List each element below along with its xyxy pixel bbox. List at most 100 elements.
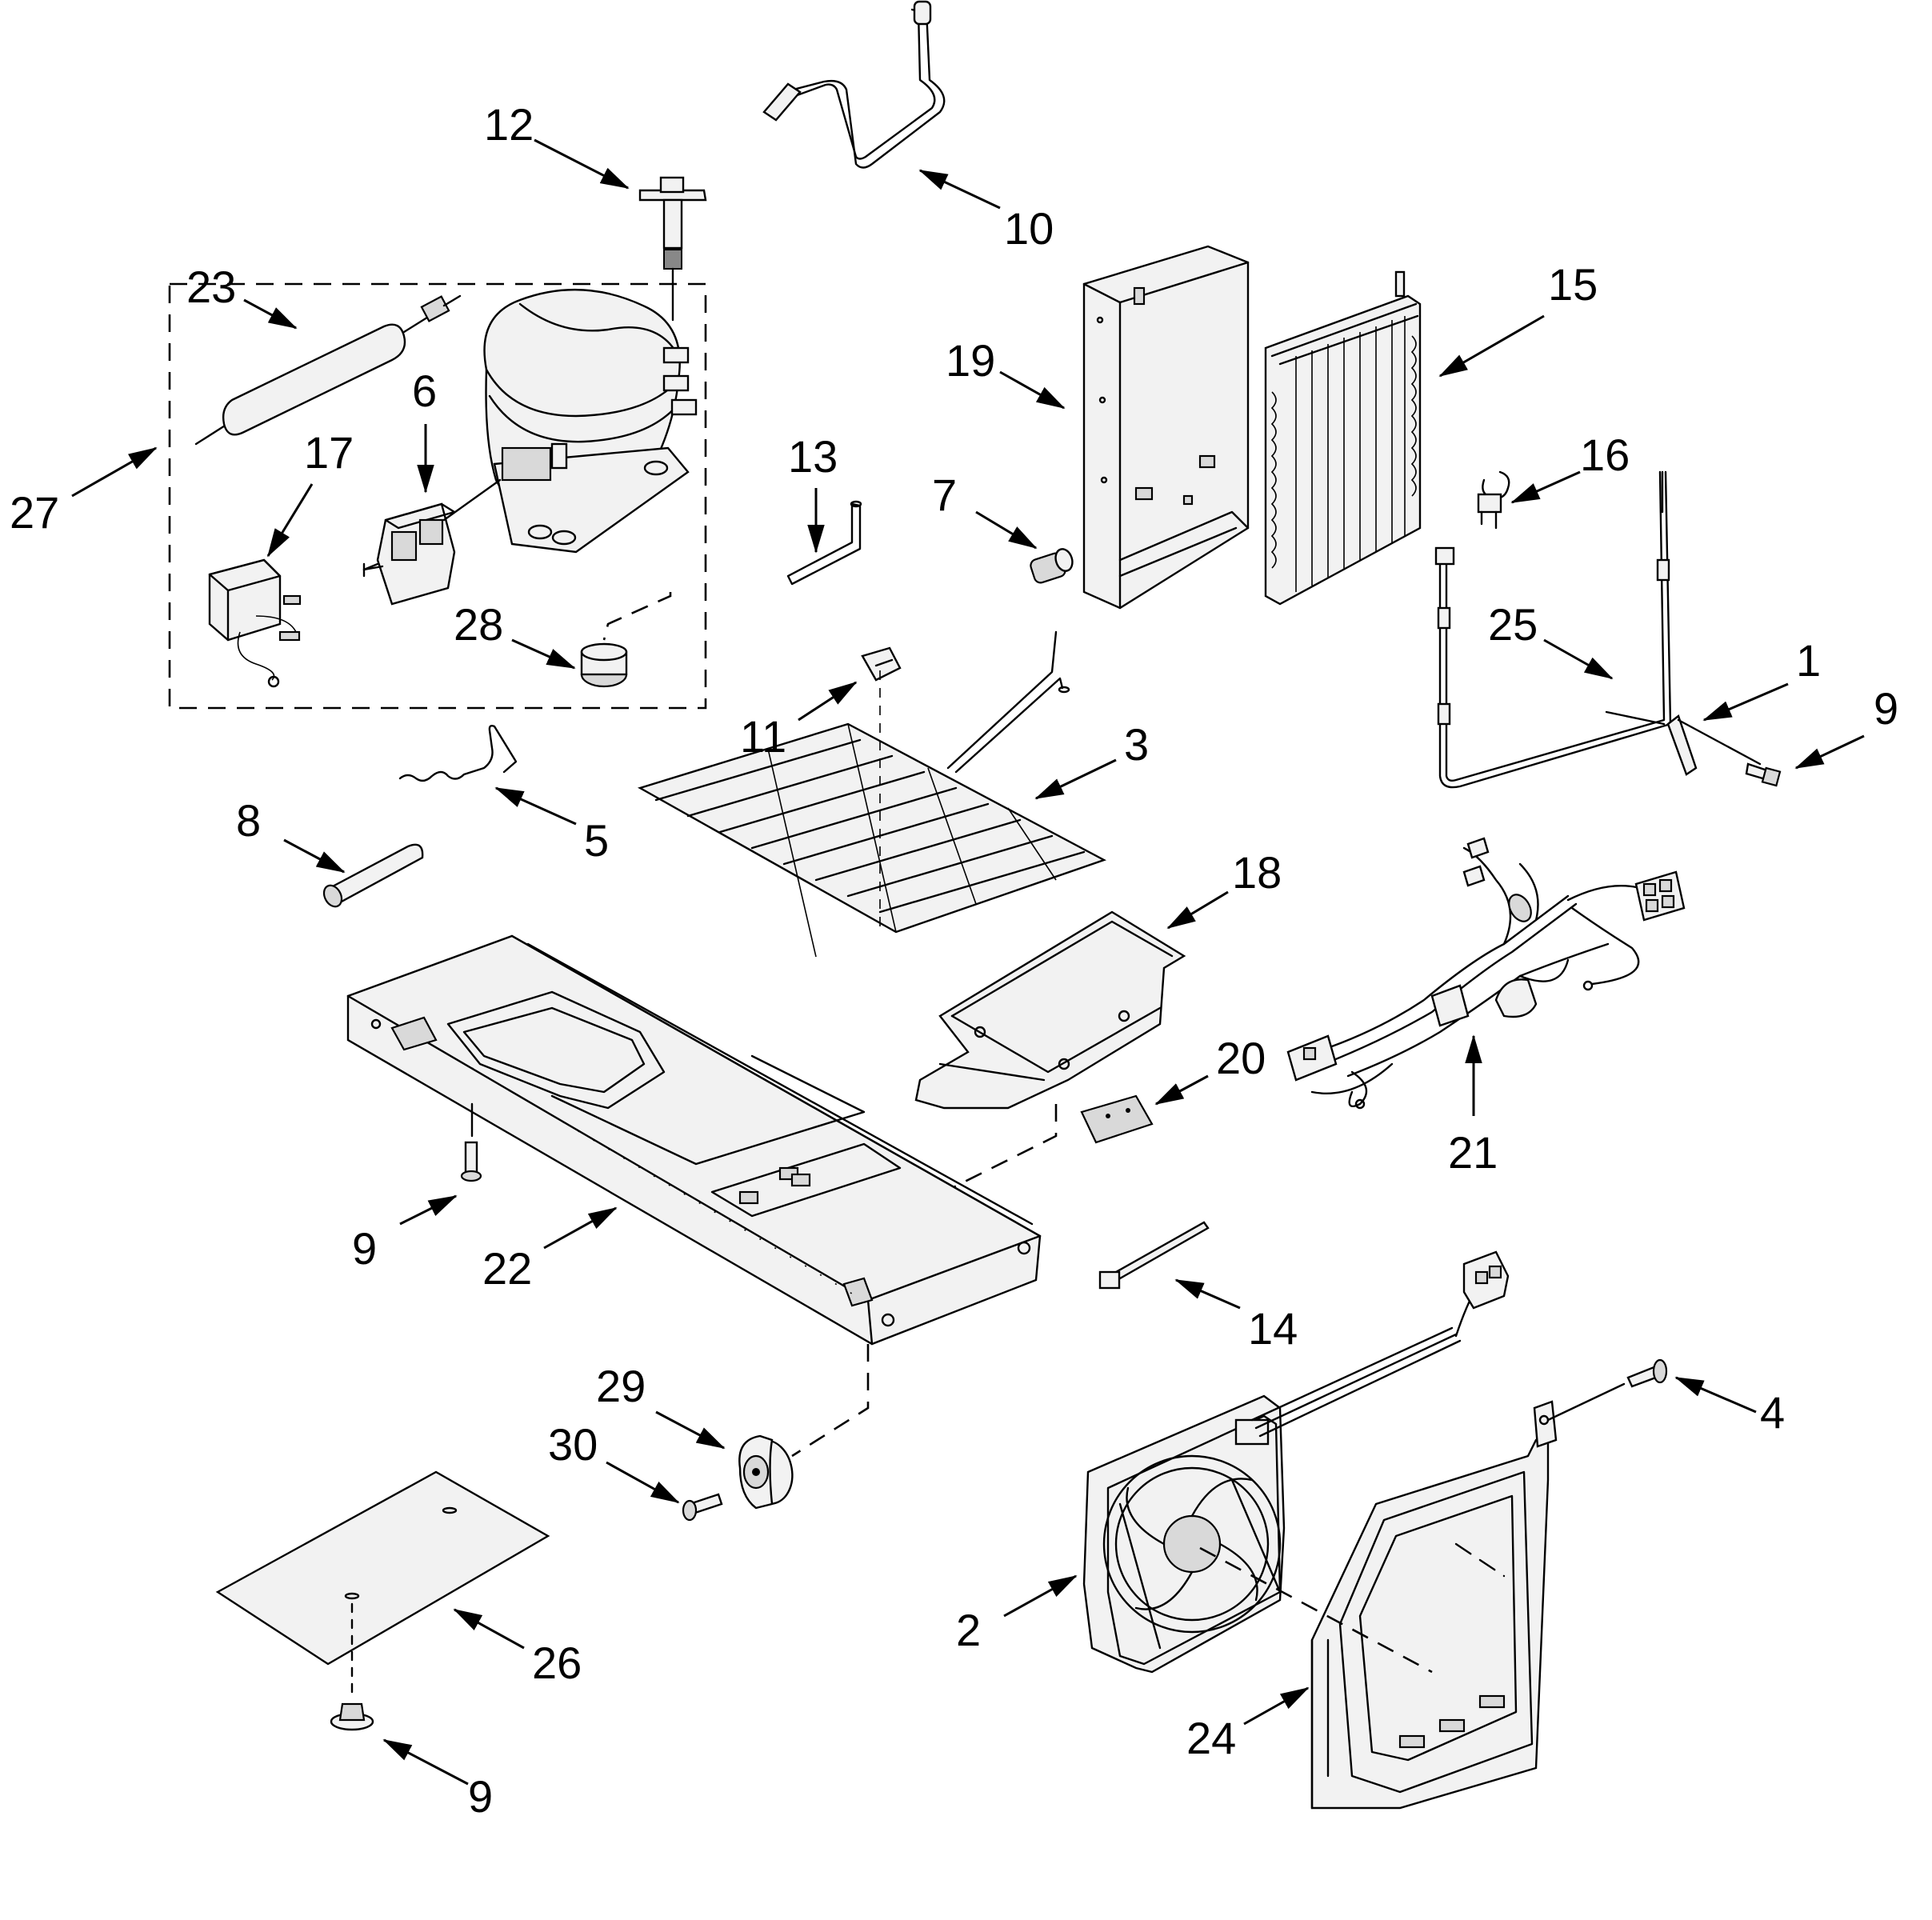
- callout-label: 6: [412, 366, 437, 416]
- part-25-fan-shroud[interactable]: [1310, 1400, 1558, 1810]
- callout-label: 15: [1548, 259, 1598, 310]
- callout-label: 17: [304, 427, 354, 478]
- part-10-foot[interactable]: [330, 1702, 374, 1731]
- part-16-evaporator[interactable]: [1264, 270, 1422, 606]
- callout-label: 18: [1232, 847, 1282, 898]
- callout-14: 13: [788, 431, 838, 554]
- callout-16: 15: [1438, 259, 1598, 378]
- part-12-clip[interactable]: [861, 646, 902, 682]
- callout-10: 9: [382, 1738, 493, 1822]
- callout-label: 30: [548, 1419, 598, 1470]
- callout-11: 10: [918, 169, 1054, 254]
- callout-label: 16: [1580, 430, 1630, 480]
- callout-1: 1: [1702, 635, 1821, 722]
- callout-label: 21: [1448, 1127, 1498, 1178]
- callout-12: 11: [740, 681, 858, 762]
- fan-axis-dashed: [1199, 1546, 1433, 1674]
- callout-label: 7: [932, 470, 957, 520]
- callout-17: 16: [1510, 430, 1630, 504]
- callout-label: 9: [352, 1223, 377, 1274]
- callout-label: 23: [186, 262, 236, 312]
- part-8-cylinder[interactable]: [321, 843, 424, 910]
- part-9-screw-left[interactable]: [460, 1141, 482, 1182]
- callout-8: 8: [236, 795, 346, 874]
- part-2-fan[interactable]: [1082, 1394, 1286, 1674]
- part-5-wire[interactable]: [398, 724, 518, 782]
- part-14-tube[interactable]: [786, 500, 862, 586]
- callout-5: 5: [494, 786, 609, 866]
- part-19-drain-pan[interactable]: [914, 910, 1186, 1110]
- callout-label: 11: [740, 711, 786, 762]
- part-31-screw[interactable]: [682, 1493, 723, 1522]
- callout-label: 3: [1124, 719, 1149, 770]
- compressor[interactable]: [483, 288, 698, 554]
- callout-30: 29: [596, 1361, 726, 1450]
- callout-label: 4: [1760, 1387, 1785, 1438]
- part-7-plug[interactable]: [1029, 547, 1074, 585]
- callout-2: 2: [956, 1574, 1078, 1655]
- callout-18: 17: [266, 427, 354, 558]
- callout-3: 3: [1034, 719, 1149, 800]
- part-3-condenser[interactable]: [637, 630, 1106, 958]
- callout-label: 19: [946, 335, 995, 386]
- callout-label: 10: [1004, 203, 1054, 254]
- part-15-cable-tie[interactable]: [1098, 1221, 1210, 1290]
- drain-pan-dashed-leader: [902, 1104, 1058, 1248]
- base-foot-dashed-leader: [791, 1344, 870, 1458]
- part-21-pad[interactable]: [1080, 1094, 1154, 1144]
- callout-label: 9: [1874, 683, 1898, 734]
- callout-26: 25: [1488, 599, 1614, 680]
- part-9-screw-right[interactable]: [1745, 762, 1782, 787]
- callout-19: 18: [1166, 847, 1282, 930]
- callout-7: 7: [932, 470, 1038, 550]
- part-22-wire-harness[interactable]: [1286, 837, 1686, 1110]
- part-29-grommet[interactable]: [580, 592, 672, 688]
- callout-label: 13: [788, 431, 838, 482]
- callout-label: 20: [1216, 1033, 1266, 1083]
- callout-label: 28: [454, 599, 503, 650]
- callout-15: 14: [1174, 1278, 1298, 1354]
- callout-label: 12: [484, 99, 534, 150]
- shroud-screw-leader: [1546, 1382, 1626, 1422]
- callout-27: 26: [453, 1608, 582, 1688]
- part-23-base-plate[interactable]: [346, 934, 1042, 1346]
- part-17-clip[interactable]: [1477, 470, 1510, 530]
- callout-label: 2: [956, 1605, 981, 1655]
- part-4-screw[interactable]: [1626, 1358, 1668, 1388]
- callout-label: 25: [1488, 599, 1538, 650]
- callouts: 12 10 23 19 15 6 17 13: [10, 99, 1898, 1822]
- callout-24: 23: [186, 262, 298, 330]
- callout-29: 28: [454, 599, 576, 670]
- part-13-valve[interactable]: [638, 176, 707, 322]
- callout-9-right: 9: [1794, 683, 1898, 770]
- part-18-capacitor[interactable]: [208, 558, 302, 688]
- part-27-sheet[interactable]: [215, 1470, 550, 1698]
- callout-25: 24: [1186, 1686, 1310, 1763]
- callout-13: 12: [484, 99, 630, 190]
- part-11-tube[interactable]: [762, 0, 946, 169]
- part-24-filter-drier[interactable]: [194, 294, 462, 446]
- callout-22: 21: [1448, 1034, 1498, 1178]
- callout-label: 22: [482, 1243, 532, 1294]
- part-1-bracket[interactable]: [1605, 710, 1762, 776]
- callout-label: 27: [10, 487, 59, 538]
- part-30-grommet[interactable]: [738, 1434, 798, 1510]
- callout-label: 8: [236, 795, 261, 846]
- callout-label: 24: [1186, 1713, 1236, 1763]
- callout-23: 22: [482, 1206, 618, 1294]
- part-20-evaporator-cover[interactable]: [1082, 245, 1250, 610]
- compressor-kit-boundary: [168, 282, 707, 710]
- fan-wire-connector[interactable]: [1250, 1250, 1510, 1438]
- part-6-relay[interactable]: [362, 478, 502, 606]
- callout-28: 27: [10, 446, 158, 538]
- callout-9-left: 9: [352, 1194, 458, 1274]
- callout-21: 20: [1154, 1033, 1266, 1106]
- callout-31: 30: [548, 1419, 680, 1504]
- callout-label: 9: [468, 1771, 493, 1822]
- callout-20: 19: [946, 335, 1066, 410]
- part-26-heater[interactable]: [1434, 470, 1672, 789]
- callout-label: 1: [1796, 635, 1821, 686]
- callout-6: 6: [412, 366, 437, 494]
- callout-label: 29: [596, 1361, 646, 1411]
